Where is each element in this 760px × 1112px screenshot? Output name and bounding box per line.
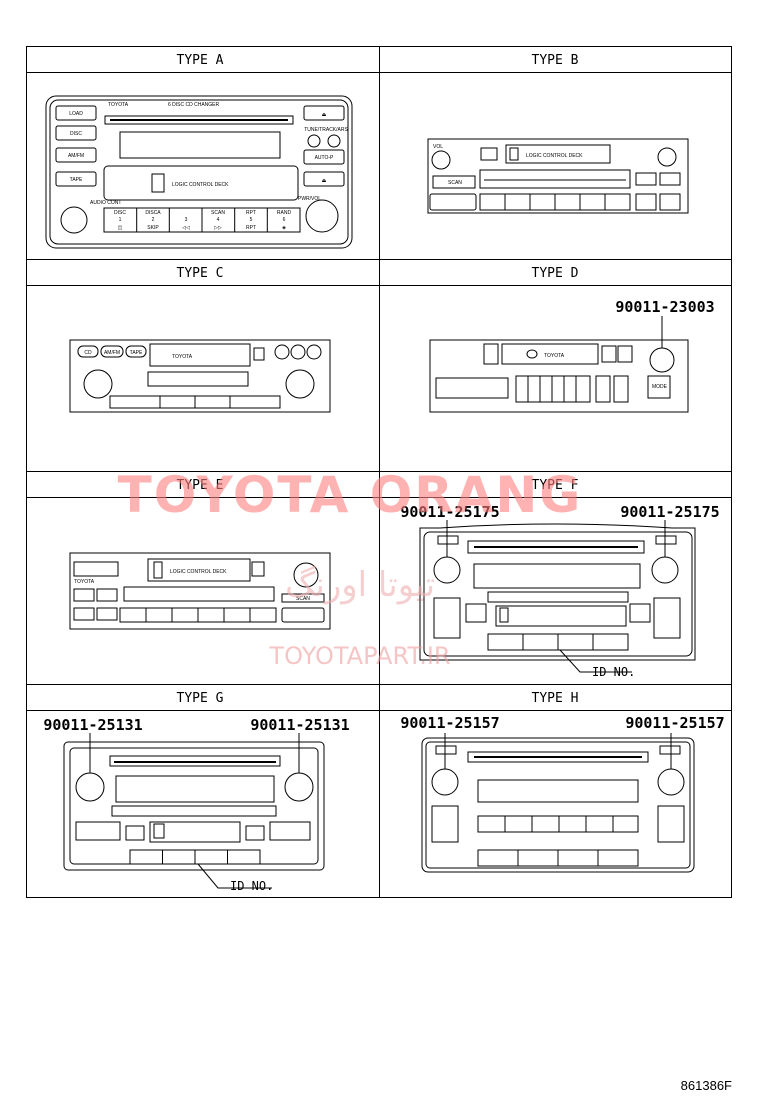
type-h-part-right: 90011-25157 <box>625 714 724 732</box>
type-a-logic: LOGIC CONTROL DECK <box>172 182 229 188</box>
type-a-brand: TOYOTA <box>108 102 129 108</box>
preset-4-top: SCAN <box>211 210 225 216</box>
type-a-pwr-label: PWR/VOL <box>298 196 321 202</box>
preset-5-top: RPT <box>246 210 256 216</box>
grid <box>26 46 732 898</box>
preset-1-top: DISC <box>114 210 126 216</box>
preset-4-sym: ▷▷ <box>214 225 222 231</box>
type-g-radio: 90011-25131 90011-25131 ID NO. <box>43 716 349 893</box>
type-b-scan-label: SCAN <box>448 180 462 186</box>
type-c-header: TYPE C <box>177 266 224 281</box>
type-d-brand: TOYOTA <box>544 353 565 359</box>
type-f-radio: 90011-25175 90011-25175 ID NO. <box>400 503 719 679</box>
type-c-radio: CD AM/FM TAPE TOYOTA <box>69 339 331 413</box>
preset-2-num: 2 <box>152 217 155 223</box>
type-a-amfm-label: AM/FM <box>68 153 84 159</box>
preset-1-sym: ◫ <box>118 225 123 231</box>
type-d-part-number: 90011-23003 <box>615 298 714 316</box>
type-d-radio: TOYOTA MODE 90011-23003 <box>429 298 715 413</box>
type-g-id-label: ID NO. <box>230 879 273 893</box>
watermark-url: TOYOTAPART.IR <box>268 642 450 670</box>
type-e-radio: TOYOTA LOGIC CONTROL DECK SCAN <box>69 552 331 630</box>
preset-3-num: 3 <box>185 217 188 223</box>
preset-5-sym: RPT <box>246 225 256 231</box>
type-c-brand: TOYOTA <box>172 354 193 360</box>
watermark: TOYOTA ORANG تیوتا اورنگ TOYOTAPART.IR <box>118 466 583 670</box>
preset-6-num: 6 <box>283 217 286 223</box>
type-a-radio: TOYOTA 6 DISC CD CHANGER LOGIC CONTROL D… <box>45 95 353 249</box>
eject-icon: ⏏ <box>322 112 327 118</box>
eject-icon: ⏏ <box>322 178 327 184</box>
preset-2-top: DISCA <box>145 210 161 216</box>
type-f-part-right: 90011-25175 <box>620 503 719 521</box>
type-d-header: TYPE D <box>532 266 579 281</box>
type-f-part-left: 90011-25175 <box>400 503 499 521</box>
preset-6-top: RAND <box>277 210 292 216</box>
type-e-scan-label: SCAN <box>296 596 310 602</box>
type-a-tape-label: TAPE <box>70 177 83 183</box>
type-f-id-label: ID NO. <box>592 665 635 679</box>
type-a-presets: DISC 1 ◫ DISCA 2 SKIP 3 ◁◁ SCAN 4 ▷▷ RPT… <box>103 207 301 233</box>
drawing-number: 861386F <box>681 1078 732 1093</box>
type-b-header: TYPE B <box>532 53 579 68</box>
watermark-arabic: تیوتا اورنگ <box>285 565 435 605</box>
preset-2-sym: SKIP <box>147 225 159 231</box>
type-a-changer: 6 DISC CD CHANGER <box>168 102 220 108</box>
type-a-header: TYPE A <box>177 53 224 68</box>
preset-5-num: 5 <box>250 217 253 223</box>
type-b-radio: VOL LOGIC CONTROL DECK SCAN <box>427 138 689 214</box>
type-c-tape-label: TAPE <box>130 350 143 356</box>
preset-4-num: 4 <box>217 217 220 223</box>
type-h-header: TYPE H <box>532 691 579 706</box>
type-a-autop-label: AUTO-P <box>315 155 334 161</box>
type-g-part-left: 90011-25131 <box>43 716 142 734</box>
preset-1-num: 1 <box>119 217 122 223</box>
type-a-tune-label: TUNE/TRACK/ARS <box>304 127 348 133</box>
type-a-disc-label: DISC <box>70 131 82 137</box>
type-a-audio-label: AUDIO CONT <box>90 200 121 206</box>
type-a-load-label: LOAD <box>69 111 83 117</box>
type-g-part-right: 90011-25131 <box>250 716 349 734</box>
watermark-main: TOYOTA ORANG <box>118 466 583 524</box>
type-e-logic: LOGIC CONTROL DECK <box>170 569 227 575</box>
preset-3-sym: ◁◁ <box>182 225 190 231</box>
type-d-mode-label: MODE <box>652 384 668 390</box>
type-b-logic: LOGIC CONTROL DECK <box>526 153 583 159</box>
type-f-header: TYPE F <box>532 478 579 493</box>
type-c-am-label: AM/FM <box>104 350 120 356</box>
type-e-header: TYPE E <box>177 478 224 493</box>
type-b-vol-label: VOL <box>433 144 443 150</box>
type-h-part-left: 90011-25157 <box>400 714 499 732</box>
type-g-header: TYPE G <box>177 691 224 706</box>
type-c-cd-label: CD <box>84 350 92 356</box>
type-h-radio: 90011-25157 90011-25157 <box>400 714 725 873</box>
type-e-brand: TOYOTA <box>74 579 95 585</box>
preset-6-sym: ◈ <box>282 225 286 231</box>
